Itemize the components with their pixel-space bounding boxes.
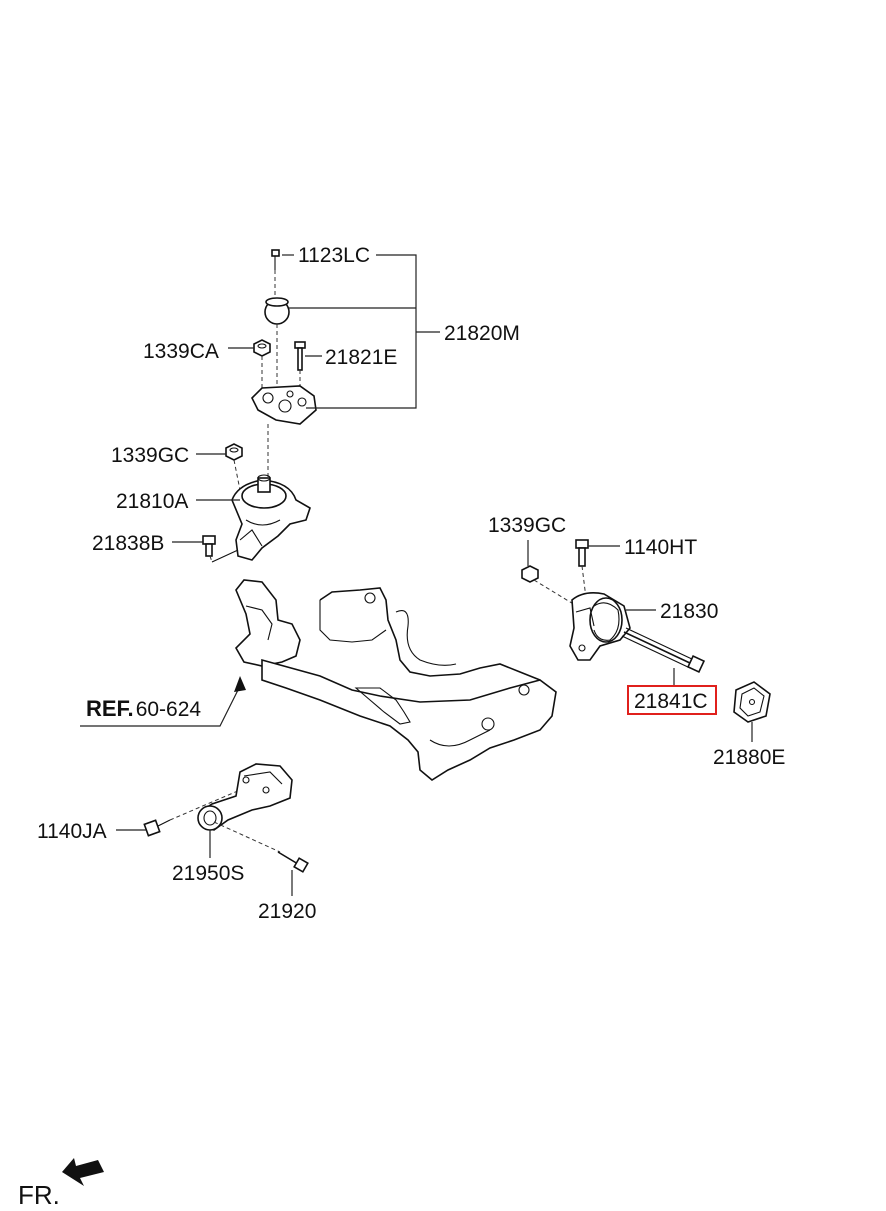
label-1339ca[interactable]: 1339CA: [143, 340, 219, 363]
upper-mount-assembly: [202, 249, 317, 563]
ref-arrow: [80, 676, 246, 727]
bracket-21820m-part[interactable]: [251, 385, 317, 425]
label-21920[interactable]: 21920: [258, 900, 316, 923]
front-direction-indicator: FR.: [18, 1158, 104, 1210]
bolt-21920-part[interactable]: [277, 851, 309, 873]
highlight-box: [627, 685, 717, 715]
front-arrow-icon: [62, 1158, 104, 1186]
label-ref[interactable]: REF.60-624: [86, 696, 201, 721]
label-21830[interactable]: 21830: [660, 600, 718, 623]
label-21838b[interactable]: 21838B: [92, 532, 164, 555]
bolt-21841c-part[interactable]: [621, 627, 706, 674]
nut-1339ca-part[interactable]: [253, 339, 271, 357]
bolt-1140ht-part[interactable]: [575, 539, 589, 567]
label-1123lc[interactable]: 1123LC: [298, 244, 370, 267]
bolt-1140ja-part[interactable]: [143, 819, 171, 837]
bolt-1123lc-part[interactable]: [271, 249, 280, 270]
label-21950s[interactable]: 21950S: [172, 862, 244, 885]
label-21880e[interactable]: 21880E: [713, 746, 785, 769]
label-1140ja[interactable]: 1140JA: [37, 820, 107, 843]
ref-prefix: REF.: [86, 696, 134, 721]
roll-rod-assembly: [143, 763, 309, 873]
leader-lines: [116, 254, 753, 896]
nut-1339gc-right-part[interactable]: [521, 565, 539, 583]
bolt-21838b-part[interactable]: [202, 535, 216, 557]
label-21841c[interactable]: 21841C: [634, 690, 708, 713]
label-21810a[interactable]: 21810A: [116, 490, 188, 513]
mount-21810a-part[interactable]: [231, 474, 311, 561]
label-21821e[interactable]: 21821E: [325, 346, 397, 369]
label-21820m[interactable]: 21820M: [444, 322, 520, 345]
mount-21830-part[interactable]: [569, 592, 631, 661]
label-1140ht[interactable]: 1140HT: [624, 536, 697, 559]
subframe-part[interactable]: [235, 579, 557, 781]
label-1339gc-right[interactable]: 1339GC: [488, 514, 566, 537]
fr-label: FR.: [18, 1180, 60, 1210]
spacer-cylinder-part[interactable]: [264, 297, 290, 325]
ref-code: 60-624: [136, 698, 202, 721]
pad-21880e-part[interactable]: [733, 681, 771, 723]
roll-rod-21950s-part[interactable]: [197, 763, 293, 831]
nut-1339gc-upper-part[interactable]: [225, 443, 243, 461]
right-mount-assembly: [521, 539, 771, 723]
bolt-21821e-part[interactable]: [294, 341, 306, 371]
label-1339gc-upper[interactable]: 1339GC: [111, 444, 189, 467]
